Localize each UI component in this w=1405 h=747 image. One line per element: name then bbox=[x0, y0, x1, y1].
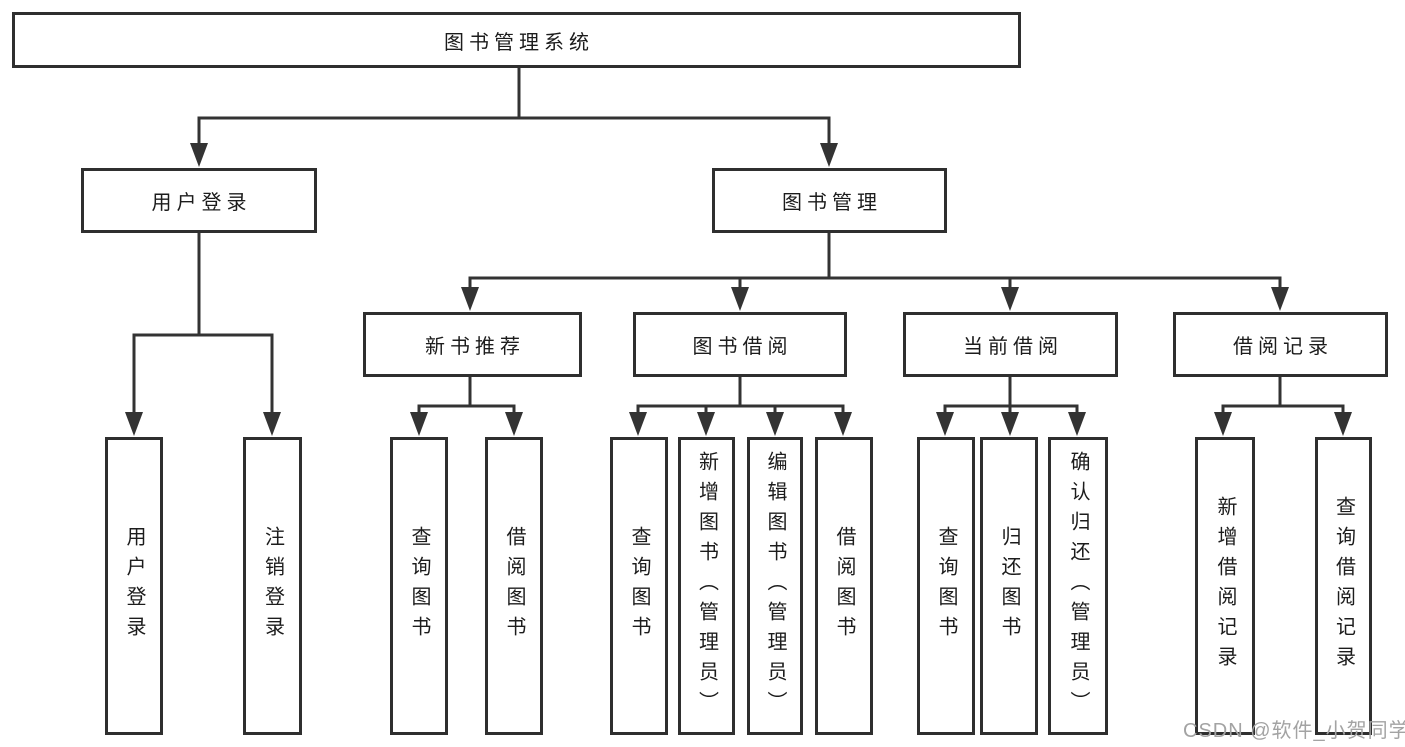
node-label: 注销登录 bbox=[261, 526, 284, 646]
connector-user-login bbox=[132, 231, 274, 414]
node-label: 新增借阅记录 bbox=[1214, 496, 1236, 676]
connector-new-book-recommend bbox=[417, 375, 516, 414]
node-label: 编辑图书（管理员） bbox=[764, 451, 786, 721]
connector-borrow-records bbox=[1221, 375, 1345, 414]
connector-current-borrow bbox=[943, 375, 1079, 414]
leaf-query-books-borrow: 查询图书 bbox=[610, 437, 668, 735]
arrow-icon bbox=[936, 412, 954, 436]
connector-book-borrow bbox=[636, 375, 845, 414]
leaf-logout: 注销登录 bbox=[243, 437, 302, 735]
node-label: 当前借阅 bbox=[963, 336, 1063, 358]
connector-book-management bbox=[468, 231, 1282, 289]
arrow-icon bbox=[1001, 287, 1019, 311]
arrow-icon bbox=[1001, 412, 1019, 436]
node-label: 查询借阅记录 bbox=[1332, 496, 1355, 676]
leaf-query-books-recommend: 查询图书 bbox=[390, 437, 448, 735]
arrow-icon bbox=[1334, 412, 1352, 436]
arrow-icon bbox=[125, 412, 143, 436]
node-user-login: 用户登录 bbox=[81, 168, 317, 233]
arrowheads bbox=[125, 143, 1352, 436]
node-current-borrow: 当前借阅 bbox=[903, 312, 1118, 377]
arrow-icon bbox=[263, 412, 281, 436]
arrow-icon bbox=[461, 287, 479, 311]
node-borrow-records: 借阅记录 bbox=[1173, 312, 1388, 377]
node-book-borrow: 图书借阅 bbox=[633, 312, 847, 377]
node-label: 查询图书 bbox=[408, 526, 430, 646]
arrow-icon bbox=[410, 412, 428, 436]
arrow-icon bbox=[1214, 412, 1232, 436]
watermark: CSDN @软件_小贺同学 bbox=[1183, 720, 1405, 742]
node-label: 新书推荐 bbox=[425, 336, 525, 358]
leaf-add-books-admin: 新增图书（管理员） bbox=[678, 437, 735, 735]
arrow-icon bbox=[731, 287, 749, 311]
node-new-book-recommend: 新书推荐 bbox=[363, 312, 582, 377]
node-library-system: 图书管理系统 bbox=[12, 12, 1021, 68]
leaf-borrow-books: 借阅图书 bbox=[815, 437, 873, 735]
arrow-icon bbox=[834, 412, 852, 436]
node-label: 用户登录 bbox=[151, 192, 252, 214]
node-label: 查询图书 bbox=[628, 526, 650, 646]
node-label: 图书借阅 bbox=[692, 336, 793, 358]
arrow-icon bbox=[629, 412, 647, 436]
node-label: 借阅图书 bbox=[833, 526, 855, 646]
node-label: 新增图书（管理员） bbox=[695, 451, 718, 721]
node-label: 归还图书 bbox=[998, 526, 1020, 646]
leaf-query-borrow-record: 查询借阅记录 bbox=[1315, 437, 1372, 735]
leaf-edit-books-admin: 编辑图书（管理员） bbox=[747, 437, 803, 735]
node-label: 查询图书 bbox=[935, 526, 957, 646]
arrow-icon bbox=[820, 143, 838, 167]
arrow-icon bbox=[1271, 287, 1289, 311]
node-label: 借阅图书 bbox=[503, 526, 525, 646]
leaf-borrow-books-recommend: 借阅图书 bbox=[485, 437, 543, 735]
node-label: 图书管理系统 bbox=[444, 31, 594, 54]
arrow-icon bbox=[766, 412, 784, 436]
node-label: 确认归还（管理员） bbox=[1067, 451, 1089, 721]
leaf-user-login: 用户登录 bbox=[105, 437, 163, 735]
leaf-add-borrow-record: 新增借阅记录 bbox=[1195, 437, 1255, 735]
arrow-icon bbox=[697, 412, 715, 436]
leaf-query-books-current: 查询图书 bbox=[917, 437, 975, 735]
node-label: 用户登录 bbox=[123, 526, 145, 646]
leaf-confirm-return-admin: 确认归还（管理员） bbox=[1048, 437, 1108, 735]
leaf-return-books: 归还图书 bbox=[980, 437, 1038, 735]
node-book-management: 图书管理 bbox=[712, 168, 947, 233]
connector-root bbox=[197, 65, 831, 144]
arrow-icon bbox=[505, 412, 523, 436]
arrow-icon bbox=[190, 143, 208, 167]
arrow-icon bbox=[1068, 412, 1086, 436]
node-label: 借阅记录 bbox=[1233, 336, 1333, 358]
node-label: 图书管理 bbox=[782, 192, 882, 214]
